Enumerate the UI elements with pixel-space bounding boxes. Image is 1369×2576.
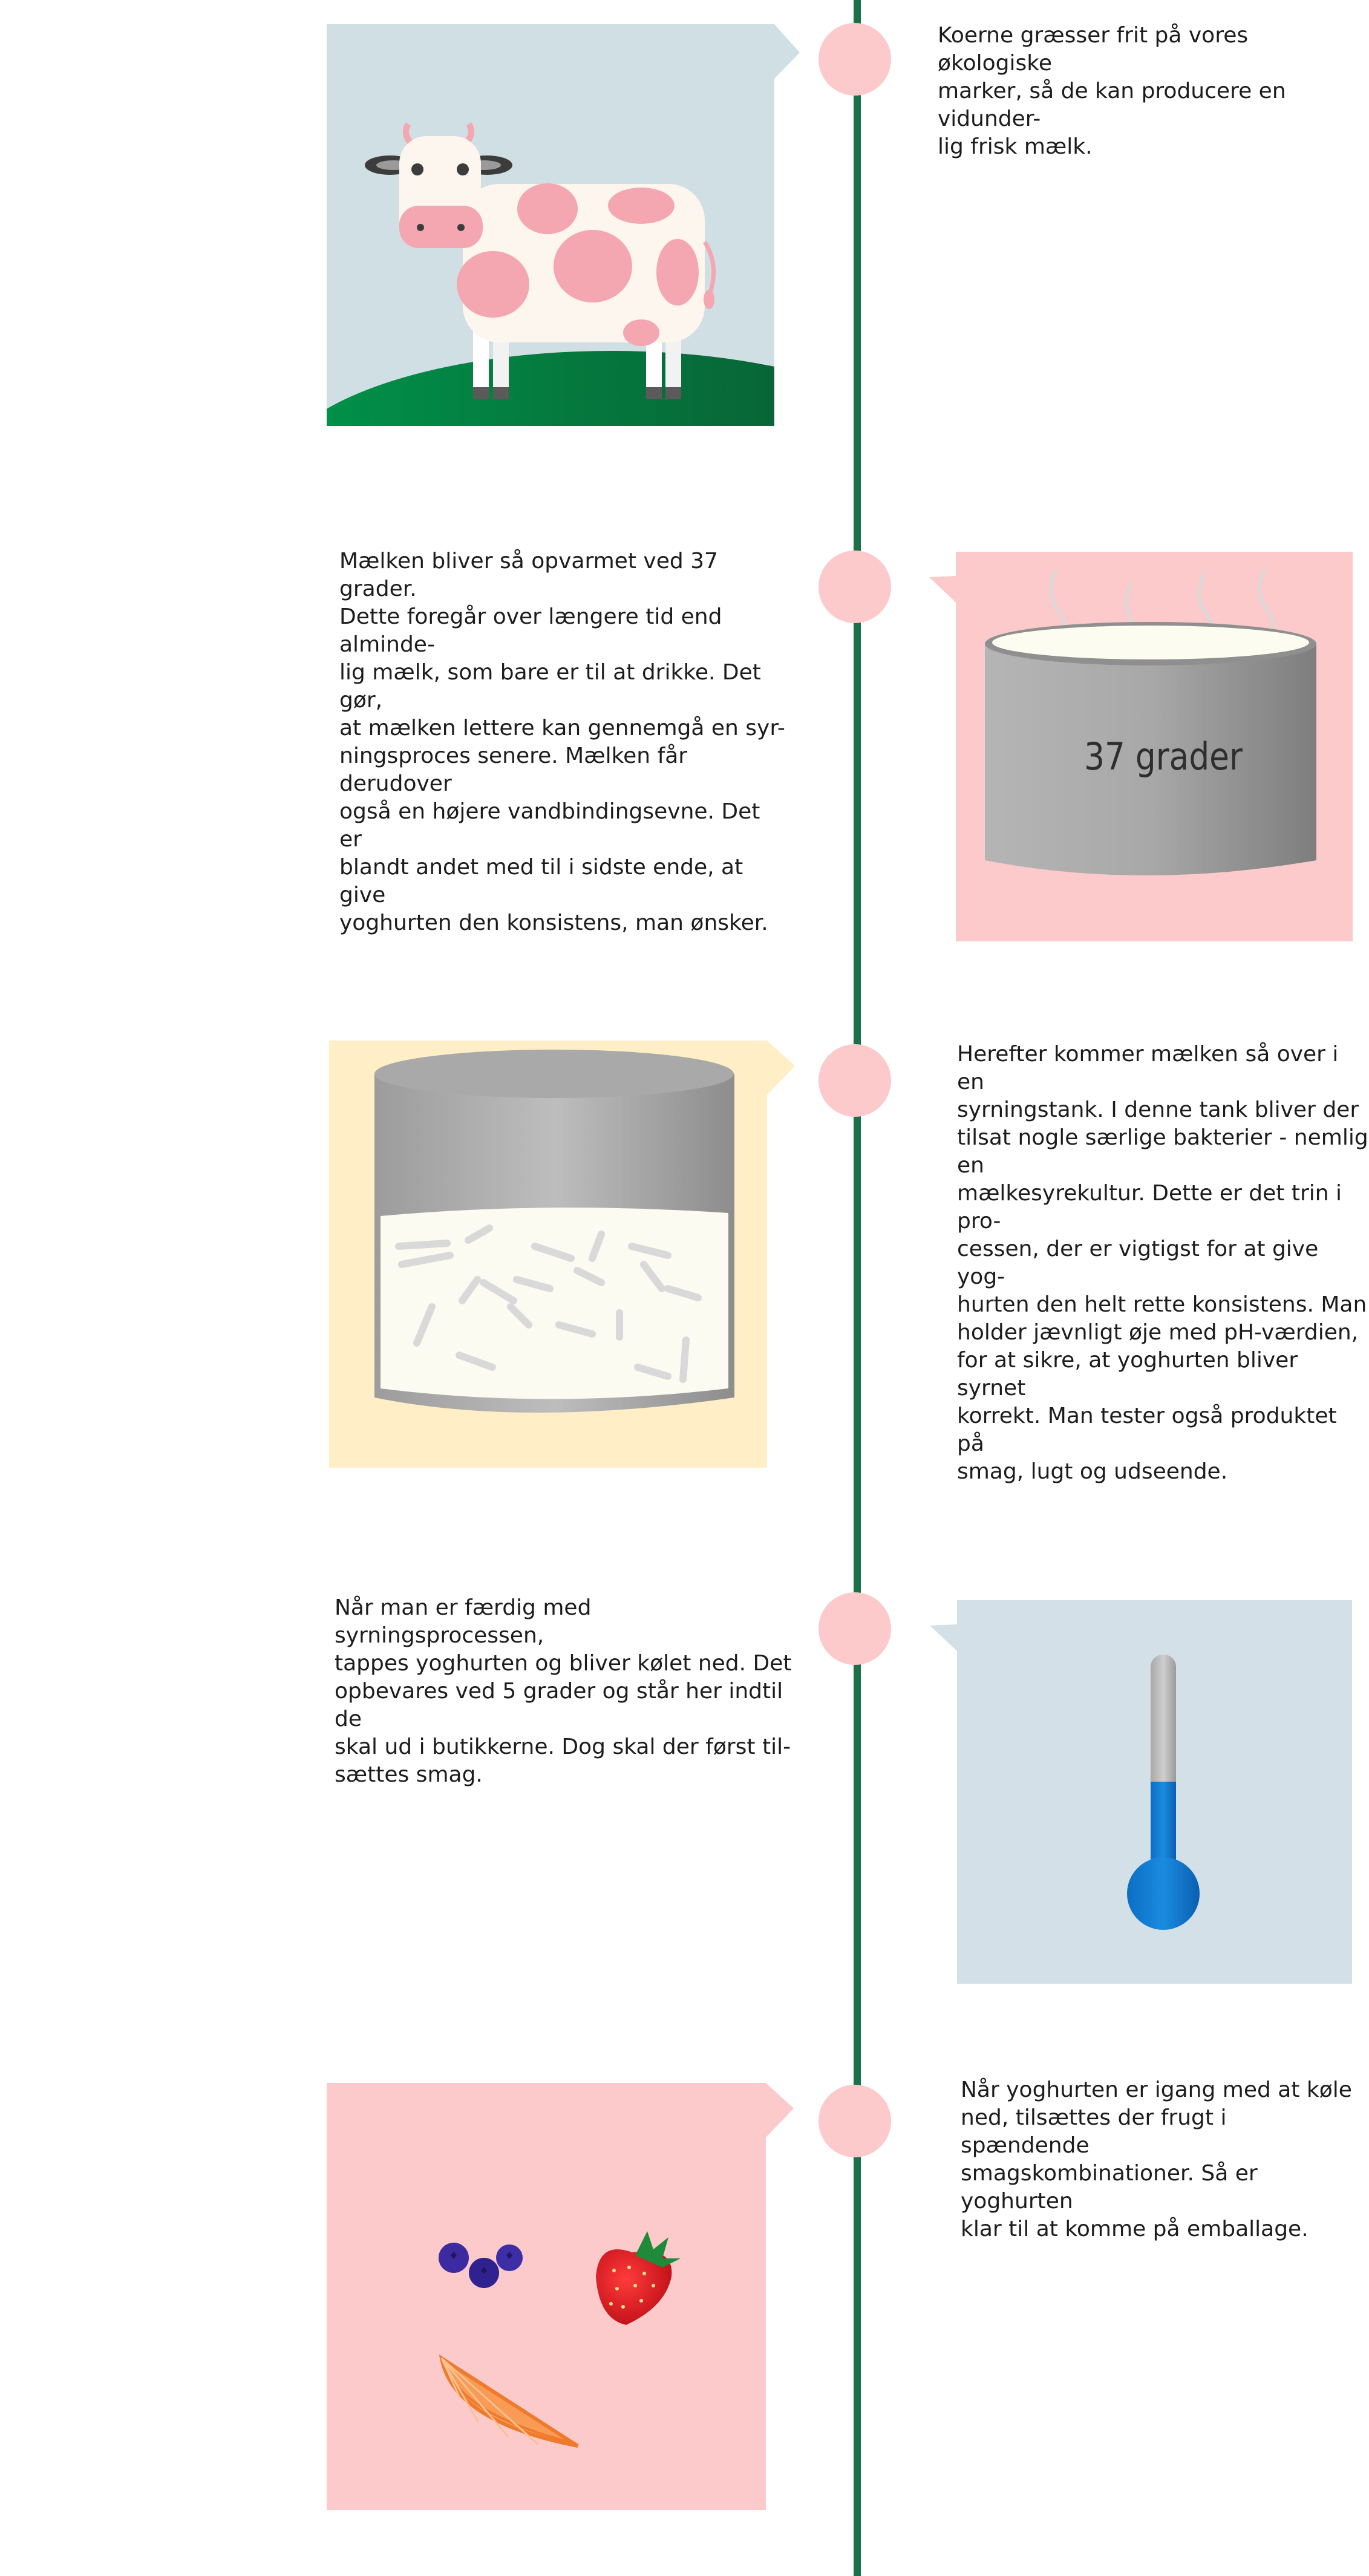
fruit-panel	[327, 2083, 794, 2510]
pot-label: 37 grader	[1084, 734, 1243, 779]
heating-pot-icon: 37 grader	[929, 552, 1353, 941]
timeline-dot-4	[818, 1592, 891, 1665]
step-2-text: Mælken bliver så opvarmet ved 37 grader.…	[339, 549, 785, 935]
cow-icon	[327, 24, 800, 426]
thermometer-icon	[930, 1600, 1352, 1984]
fermentation-tank-panel	[329, 1041, 795, 1468]
step-1-text: Koerne græsser frit på vores økologiske …	[938, 23, 1286, 159]
timeline-dot-1	[818, 23, 891, 96]
thermometer-panel	[930, 1600, 1352, 1984]
step-3-text: Herefter kommer mælken så over i en syrn…	[957, 1042, 1368, 1484]
cow-panel	[327, 24, 805, 427]
timeline-dot-3	[818, 1044, 891, 1117]
timeline-dot-5	[818, 2085, 891, 2157]
heating-pot-panel: 37 grader	[929, 552, 1353, 941]
step-4-text: Når man er færdig med syrningsprocessen,…	[335, 1595, 792, 1787]
fermentation-tank-icon	[329, 1041, 795, 1468]
fruit-icon	[327, 2083, 794, 2510]
step-5-text: Når yoghurten er igang med at køle ned, …	[961, 2077, 1352, 2241]
timeline-dot-2	[818, 551, 891, 623]
timeline-line	[854, 0, 861, 2576]
